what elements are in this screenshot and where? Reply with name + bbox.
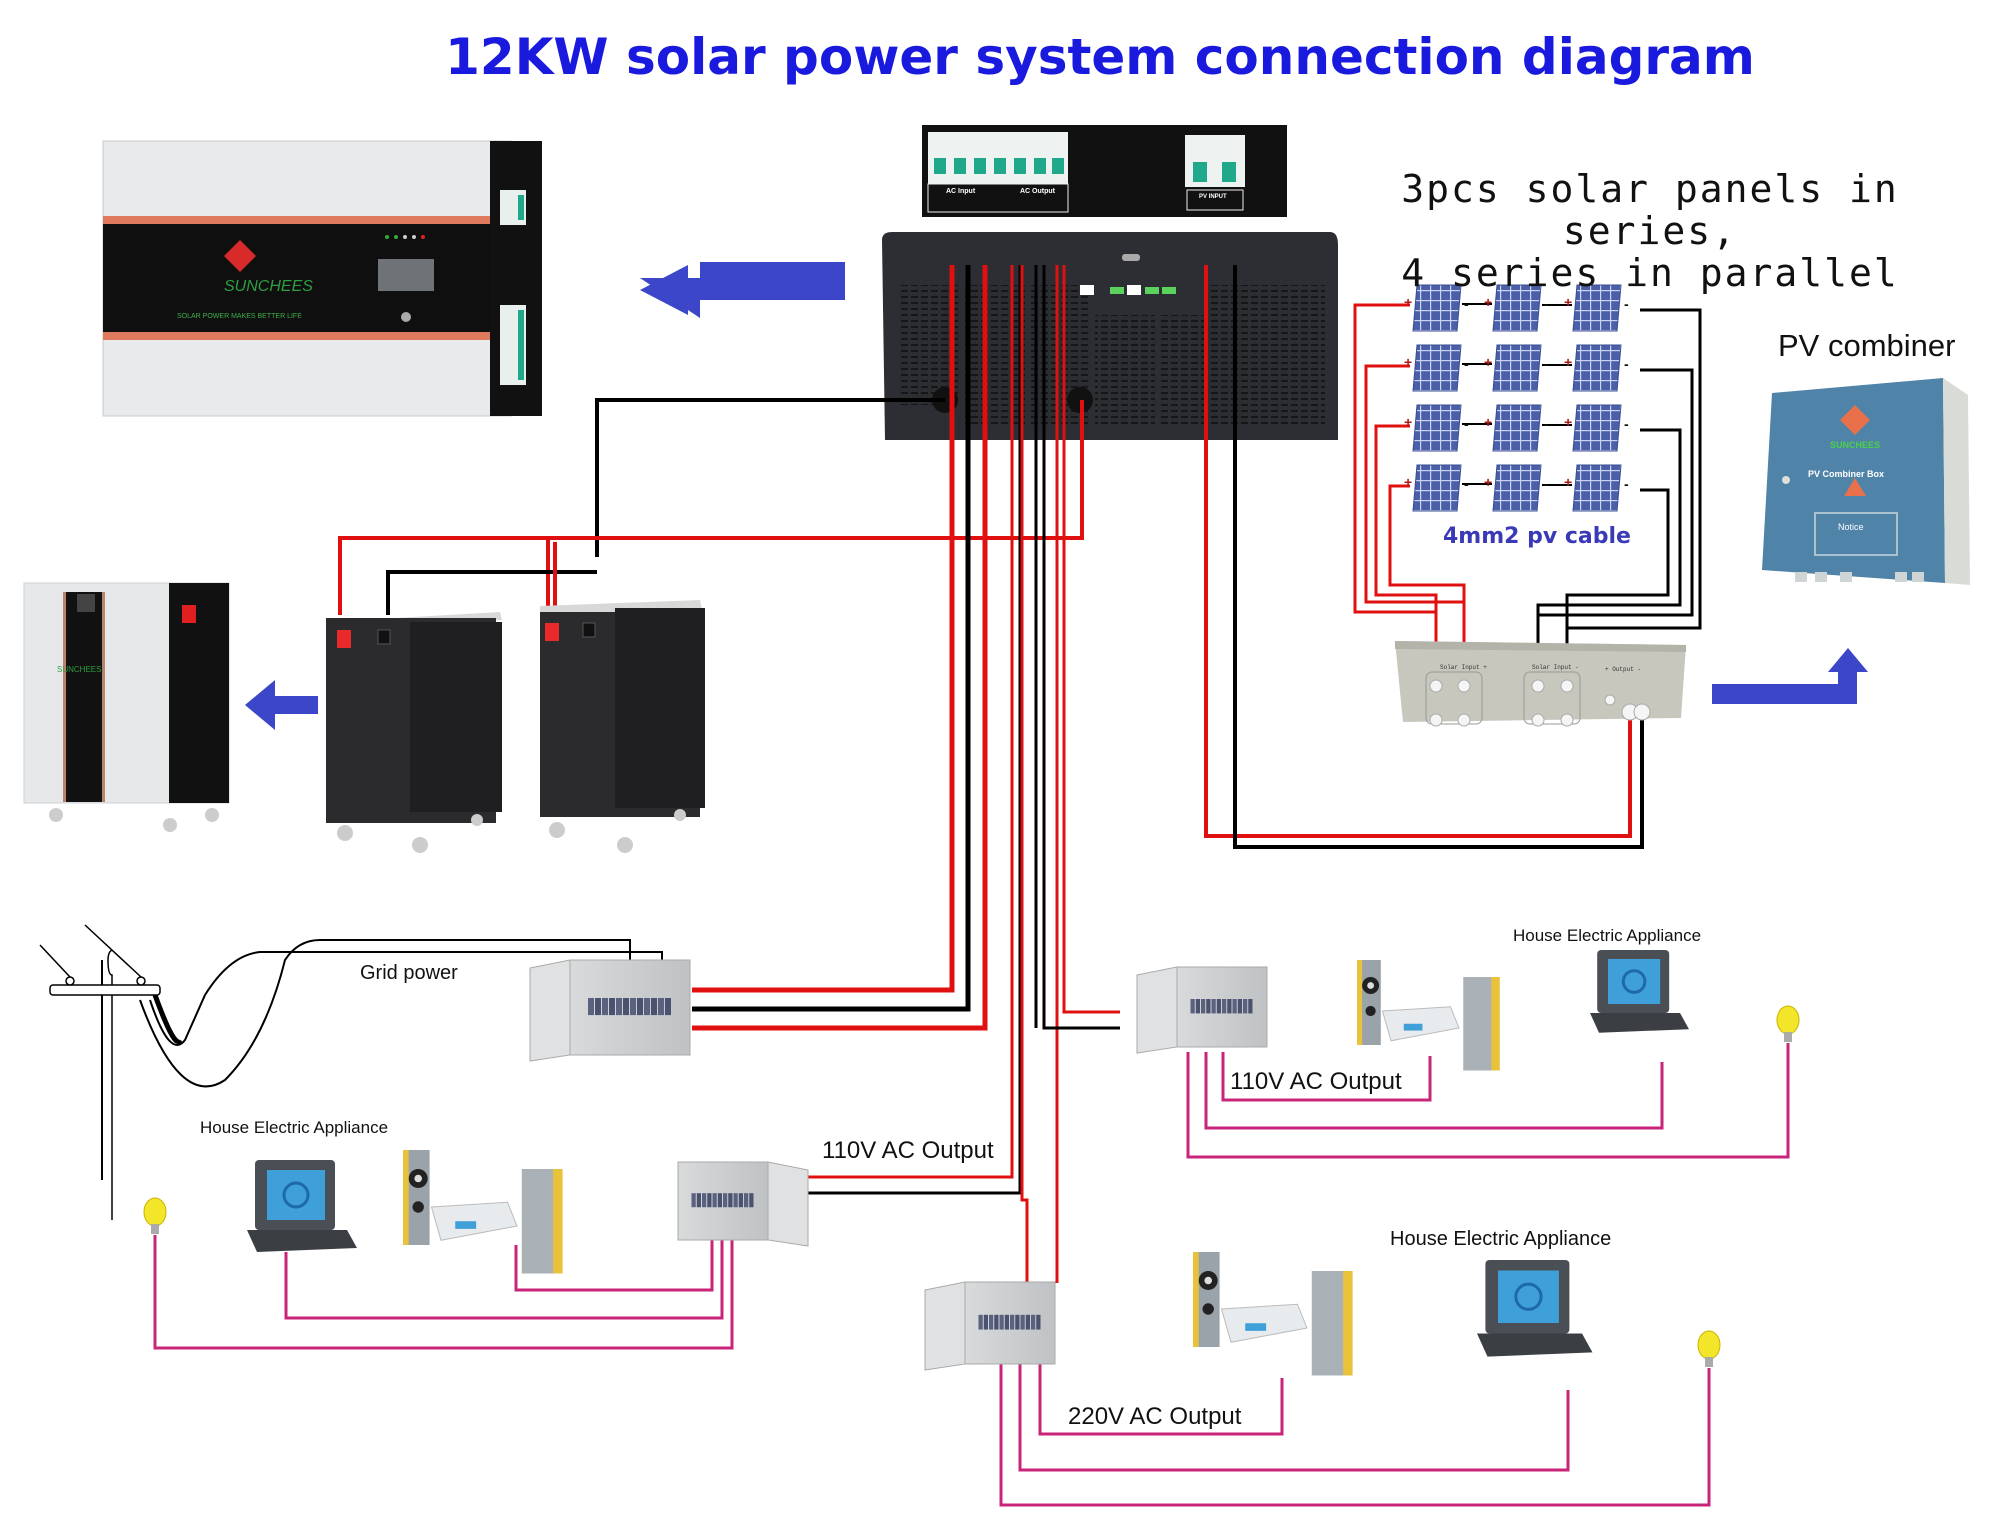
inverter-slogan: SOLAR POWER MAKES BETTER LIFE — [177, 313, 302, 320]
solar-panel — [1492, 344, 1542, 392]
grid-red-wire-2 — [692, 265, 988, 1031]
positive-terminal-sign: + — [1564, 414, 1572, 430]
utility-pole — [39, 924, 161, 1220]
positive-terminal-sign: + — [1484, 354, 1492, 370]
output-label-220v: 220V AC Output — [1068, 1403, 1242, 1430]
negative-terminal-sign: - — [1464, 356, 1469, 372]
arrow-head-icon — [640, 265, 688, 315]
positive-terminal-sign: + — [1484, 414, 1492, 430]
computer-icon — [247, 1160, 357, 1252]
solar-panel — [1572, 404, 1622, 452]
positive-terminal-sign: + — [1404, 474, 1412, 490]
output-label-110v-left: 110V AC Output — [822, 1137, 994, 1164]
solar-array: +-+-+-+-+-+-+-+-+-+-+-+- — [1404, 284, 1629, 512]
pv-negative-wire — [1233, 265, 1644, 849]
solar-panel — [1412, 464, 1462, 512]
solar-panel — [1492, 404, 1542, 452]
light-bulb-icon — [143, 1197, 167, 1234]
page-title: 12KW solar power system connection diagr… — [445, 28, 1755, 86]
arrow-left-battery-icon — [245, 680, 318, 730]
breaker-label-ac-output: AC Output — [1020, 188, 1056, 195]
combiner-notice: Notice — [1838, 522, 1864, 532]
light-bulb-icon — [1697, 1330, 1721, 1367]
negative-terminal-sign: - — [1624, 356, 1629, 372]
solar-panel — [1412, 344, 1462, 392]
solar-panel — [1572, 464, 1622, 512]
inverter-breaker-panel — [922, 125, 1287, 217]
solar-caption: 3pcs solar panels in series, 4 series in… — [1330, 168, 1970, 294]
negative-terminal-sign: - — [1464, 476, 1469, 492]
combiner-box-title: PV Combiner Box — [1808, 469, 1884, 479]
breaker-label-ac-input: AC Input — [946, 188, 976, 195]
inverter-brand: SUNCHEES — [224, 278, 313, 295]
negative-terminal-sign: - — [1544, 356, 1549, 372]
pv-positive-wire — [1204, 265, 1632, 838]
negative-terminal-sign: - — [1624, 296, 1629, 312]
positive-terminal-sign: + — [1564, 474, 1572, 490]
grid-power-label: Grid power — [360, 962, 458, 984]
solar-caption-line1: 3pcs solar panels in series, — [1401, 167, 1899, 253]
wiring — [139, 265, 1790, 1507]
grid-red-wire-1 — [692, 265, 955, 993]
pv-combiner-label: PV combiner — [1778, 328, 1956, 363]
positive-terminal-sign: + — [1564, 294, 1572, 310]
inverter-rear — [882, 232, 1338, 440]
solar-panel — [1572, 284, 1622, 332]
terminal-label-solar-plus: Solar Input + — [1440, 664, 1487, 671]
solar-panel — [1492, 464, 1542, 512]
stereo-icon — [1193, 1252, 1353, 1376]
grid-black-wire — [692, 265, 971, 1012]
appliance-label-bottom: House Electric Appliance — [1390, 1228, 1612, 1250]
solar-panel — [1412, 404, 1462, 452]
pv-combiner-box — [1762, 378, 1970, 585]
negative-terminal-sign: - — [1544, 296, 1549, 312]
positive-terminal-sign: + — [1484, 294, 1492, 310]
arrow-shaft — [684, 280, 844, 300]
stereo-icon — [403, 1150, 563, 1274]
stereo-icon — [1357, 960, 1500, 1071]
negative-terminal-sign: - — [1544, 476, 1549, 492]
battery-negative-wire — [595, 398, 945, 557]
negative-terminal-sign: - — [1464, 416, 1469, 432]
appliance-label-left: House Electric Appliance — [200, 1118, 389, 1137]
output-label-110v-right: 110V AC Output — [1230, 1068, 1402, 1095]
grid-distribution-panel — [529, 959, 691, 1062]
pv-cable-label: 4mm2 pv cable — [1443, 524, 1631, 549]
arrow-up-right-icon — [1712, 648, 1868, 704]
ac-output-panel-220v — [924, 1281, 1056, 1371]
solar-caption-line2: 4 series in parallel — [1401, 251, 1899, 295]
solar-panel — [1572, 344, 1622, 392]
positive-terminal-sign: + — [1484, 474, 1492, 490]
negative-terminal-sign: - — [1624, 416, 1629, 432]
negative-terminal-sign: - — [1544, 416, 1549, 432]
computer-icon — [1477, 1260, 1593, 1357]
positive-terminal-sign: + — [1404, 354, 1412, 370]
solar-panel — [1492, 284, 1542, 332]
negative-terminal-sign: - — [1464, 296, 1469, 312]
positive-terminal-sign: + — [1564, 354, 1572, 370]
battery-front — [23, 582, 230, 832]
terminal-label-solar-minus: Solar Input - — [1532, 664, 1579, 671]
negative-terminal-sign: - — [1624, 476, 1629, 492]
terminal-label-output: + Output - — [1605, 666, 1641, 673]
combiner-brand: SUNCHEES — [1830, 440, 1880, 450]
ac-output-panel-left — [677, 1161, 809, 1247]
light-bulb-icon — [1776, 1005, 1800, 1042]
breaker-label-pv-input: PV INPUT — [1199, 194, 1227, 200]
appliance-label-right: House Electric Appliance — [1513, 926, 1702, 945]
battery-unit-1 — [326, 612, 502, 853]
battery-unit-2 — [540, 600, 705, 853]
combiner-terminal-box — [1395, 641, 1686, 727]
computer-icon — [1590, 950, 1689, 1033]
positive-terminal-sign: + — [1404, 414, 1412, 430]
battery-brand: SUNCHEES — [57, 665, 101, 674]
inverter-front — [102, 140, 542, 417]
positive-terminal-sign: + — [1404, 294, 1412, 310]
ac-output-panel-right — [1136, 966, 1268, 1054]
solar-panel — [1412, 284, 1462, 332]
